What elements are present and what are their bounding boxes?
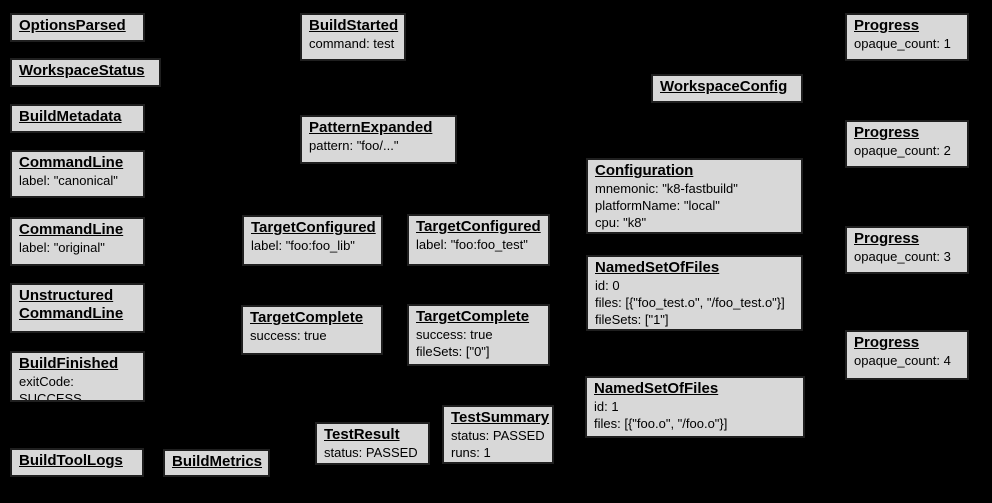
node-options-parsed: OptionsParsed <box>10 13 145 42</box>
node-target-complete-lib: TargetComplete success: true <box>241 305 383 355</box>
node-build-metrics: BuildMetrics <box>163 449 270 477</box>
node-test-summary: TestSummary status: PASSED runs: 1 <box>442 405 554 464</box>
node-title: Progress <box>854 124 920 141</box>
node-command-line-original: CommandLine label: "original" <box>10 217 145 266</box>
node-title: NamedSetOfFiles <box>594 380 719 397</box>
node-title: OptionsParsed <box>19 17 126 34</box>
node-unstructured-command-line: Unstructured CommandLine <box>10 283 145 333</box>
node-title: BuildMetadata <box>19 108 122 125</box>
node-build-metadata: BuildMetadata <box>10 104 145 133</box>
node-target-configured-test: TargetConfigured label: "foo:foo_test" <box>407 214 550 266</box>
node-title: BuildMetrics <box>172 453 263 470</box>
node-body: label: "canonical" <box>19 173 118 188</box>
node-test-result: TestResult status: PASSED <box>315 422 430 465</box>
node-title: BuildToolLogs <box>19 452 123 469</box>
node-build-tool-logs: BuildToolLogs <box>10 448 144 477</box>
node-title: CommandLine <box>19 154 124 171</box>
node-progress-4: Progress opaque_count: 4 <box>845 330 969 380</box>
node-title: Unstructured CommandLine <box>19 287 124 322</box>
node-body: status: PASSED <box>324 445 418 460</box>
node-title: BuildStarted <box>309 17 399 34</box>
node-body: command: test <box>309 36 395 51</box>
node-title: WorkspaceStatus <box>19 62 145 79</box>
node-body: opaque_count: 3 <box>854 249 951 264</box>
node-title: TargetComplete <box>250 309 364 326</box>
node-progress-2: Progress opaque_count: 2 <box>845 120 969 168</box>
node-title: WorkspaceConfig <box>660 78 788 95</box>
node-configuration: Configuration mnemonic: "k8-fastbuild" p… <box>586 158 803 234</box>
node-workspace-status: WorkspaceStatus <box>10 58 161 87</box>
node-command-line-canonical: CommandLine label: "canonical" <box>10 150 145 198</box>
node-body: opaque_count: 4 <box>854 353 951 368</box>
node-named-set-of-files-0: NamedSetOfFiles id: 0 files: [{"foo_test… <box>586 255 803 331</box>
node-progress-3: Progress opaque_count: 3 <box>845 226 969 274</box>
node-title: TargetConfigured <box>251 219 376 236</box>
node-body: label: "original" <box>19 240 105 255</box>
node-title: TargetComplete <box>416 308 530 325</box>
node-body: opaque_count: 1 <box>854 36 951 51</box>
node-pattern-expanded: PatternExpanded pattern: "foo/..." <box>300 115 457 164</box>
node-title: TestSummary <box>451 409 550 426</box>
node-title: Progress <box>854 334 920 351</box>
node-title: TargetConfigured <box>416 218 541 235</box>
node-body: status: PASSED runs: 1 <box>451 428 545 460</box>
node-body: success: true fileSets: ["0"] <box>416 327 493 359</box>
node-build-started: BuildStarted command: test <box>300 13 406 61</box>
node-body: success: true <box>250 328 327 343</box>
node-title: CommandLine <box>19 221 124 238</box>
node-title: Progress <box>854 17 920 34</box>
node-named-set-of-files-1: NamedSetOfFiles id: 1 files: [{"foo.o", … <box>585 376 805 438</box>
node-body: pattern: "foo/..." <box>309 138 399 153</box>
node-build-finished: BuildFinished exitCode: SUCCESS <box>10 351 145 402</box>
node-title: PatternExpanded <box>309 119 433 136</box>
node-target-complete-test: TargetComplete success: true fileSets: [… <box>407 304 550 366</box>
node-title: Progress <box>854 230 920 247</box>
node-body: exitCode: SUCCESS <box>19 374 82 402</box>
node-title: NamedSetOfFiles <box>595 259 720 276</box>
node-progress-1: Progress opaque_count: 1 <box>845 13 969 61</box>
node-workspace-config: WorkspaceConfig <box>651 74 803 103</box>
node-target-configured-lib: TargetConfigured label: "foo:foo_lib" <box>242 215 383 266</box>
node-title: Configuration <box>595 162 694 179</box>
node-body: opaque_count: 2 <box>854 143 951 158</box>
node-body: label: "foo:foo_lib" <box>251 238 355 253</box>
node-body: id: 1 files: [{"foo.o", "/foo.o"}] <box>594 399 728 431</box>
node-title: BuildFinished <box>19 355 119 372</box>
node-body: mnemonic: "k8-fastbuild" platformName: "… <box>595 181 738 230</box>
node-title: TestResult <box>324 426 400 443</box>
node-body: id: 0 files: [{"foo_test.o", "/foo_test.… <box>595 278 785 327</box>
node-body: label: "foo:foo_test" <box>416 237 528 252</box>
